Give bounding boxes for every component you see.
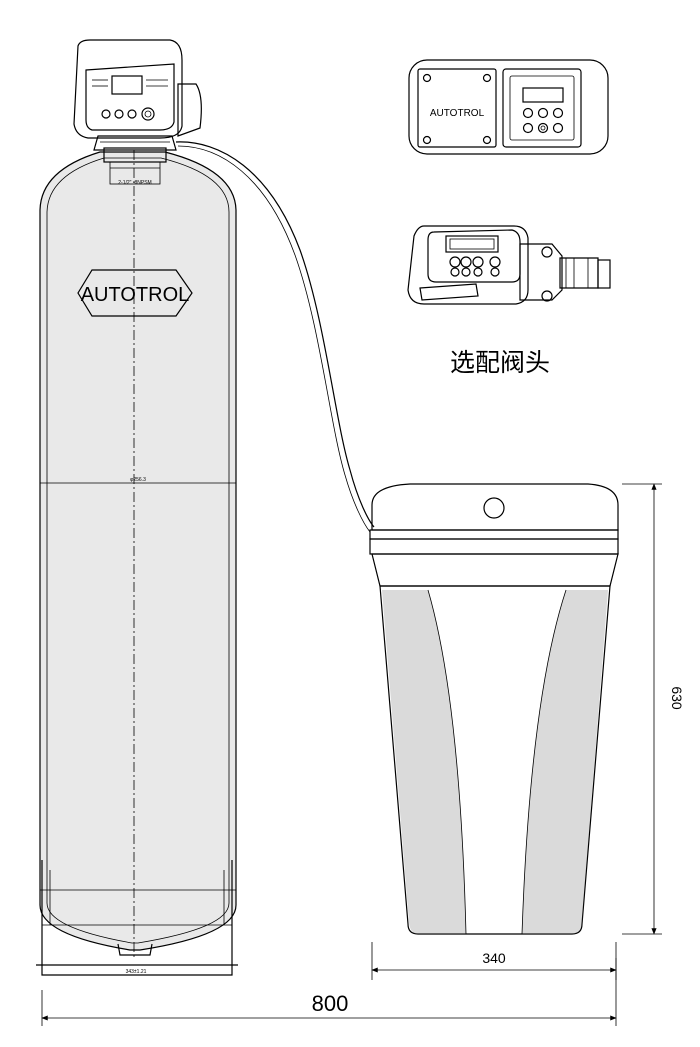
valve-side-module — [177, 83, 202, 137]
tank-neck-thread — [109, 161, 161, 185]
valve-body — [73, 39, 183, 139]
valve-button-4 — [141, 107, 155, 121]
brine-body-shadow-right — [522, 590, 608, 934]
resin-tank: AUTOTROL 2-1/2" -8NPSM φ256.3 343±1.21 — [36, 147, 238, 976]
valve-inlet-pipe — [597, 259, 611, 289]
overall-width-label: 800 — [312, 991, 349, 1016]
panel-button-3 — [552, 107, 564, 119]
brine-lid-band-2 — [369, 538, 619, 555]
valve-front-panel — [85, 63, 175, 131]
panel-control-frame — [502, 68, 582, 148]
panel-button-4 — [522, 122, 534, 134]
brine-body — [379, 585, 611, 935]
tank-brand-badge — [77, 269, 193, 317]
panel-brand-text: AUTOTROL — [430, 108, 485, 119]
brine-line — [175, 141, 375, 528]
valve-perspective-view: AUTOTROL — [407, 225, 611, 305]
brine-width-label: 340 — [482, 950, 506, 966]
valve-face — [427, 229, 521, 283]
brine-collar — [371, 553, 619, 587]
tank-bottom-outlet — [117, 943, 153, 956]
valve-adapter — [93, 135, 177, 151]
valve-brand-text: AUTOTROL — [433, 291, 466, 297]
tank-diameter-label: φ256.3 — [130, 477, 146, 483]
panel-button-6 — [552, 122, 564, 134]
tank-brand-text: AUTOTROL — [81, 284, 190, 306]
tank-shell — [39, 151, 237, 951]
tank-base-stand-inner — [42, 870, 232, 926]
valve-button-1 — [101, 109, 111, 119]
tank-inner-wall — [46, 157, 230, 944]
tank-neck-thread-label: 2-1/2" -8NPSM — [118, 180, 151, 186]
valve-button-3 — [127, 109, 137, 119]
brine-line-inner — [177, 145, 371, 533]
valve-caption: 选配阀头 — [450, 348, 550, 377]
brine-lid-band-1 — [369, 529, 619, 540]
panel-display — [522, 87, 564, 103]
brine-lid-logo — [483, 497, 505, 519]
valve-brand-strip — [419, 283, 479, 301]
brine-lid — [371, 483, 619, 531]
valve-bypass — [519, 243, 563, 301]
brine-tank — [369, 483, 619, 935]
panel-button-5 — [537, 122, 549, 134]
tank-base-stand — [36, 860, 238, 976]
valve-panel-detail: AUTOTROL — [408, 59, 609, 155]
panel-button-2 — [537, 107, 549, 119]
tank-bottom-label: 343±1.21 — [126, 969, 147, 975]
panel-left-cover — [417, 68, 497, 148]
valve-button-2 — [114, 109, 124, 119]
brine-body-shadow-left — [382, 590, 466, 934]
valve-housing — [407, 225, 529, 305]
dimension-overall-width: 800 — [41, 958, 617, 1026]
dimension-brine-height: 630 — [622, 483, 685, 935]
dimension-brine-width: 340 — [371, 942, 617, 980]
panel-plate — [408, 59, 609, 155]
valve-display — [111, 75, 143, 95]
tank-control-valve — [73, 39, 202, 151]
valve-face-display — [445, 235, 499, 253]
brine-height-label: 630 — [669, 686, 685, 710]
panel-button-1 — [522, 107, 534, 119]
